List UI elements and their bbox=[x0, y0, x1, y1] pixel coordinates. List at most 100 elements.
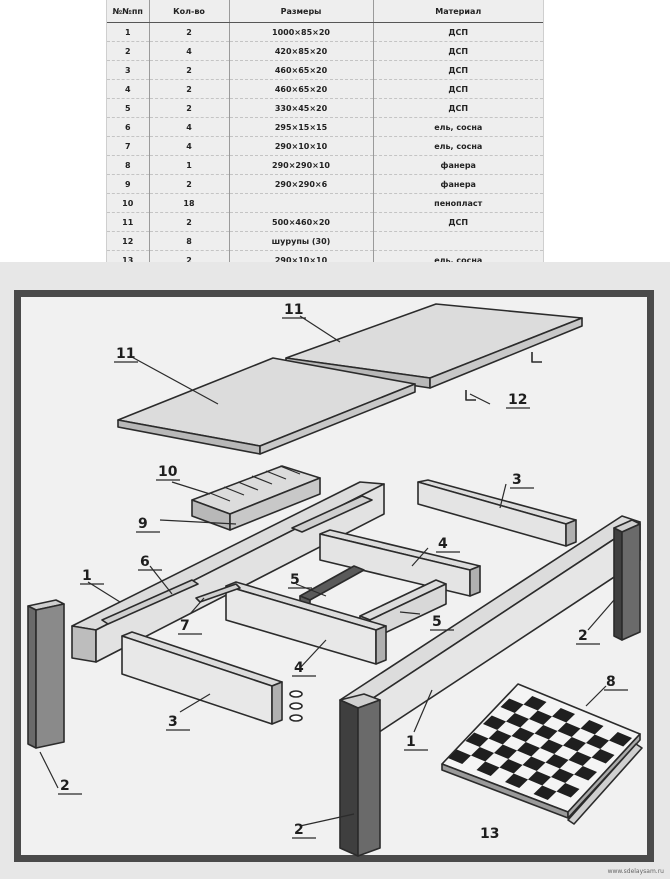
checker-cell bbox=[534, 725, 558, 740]
leader-lines bbox=[39, 315, 615, 827]
cell-qty: 4 bbox=[148, 41, 229, 61]
label-leg-2-front: 2 bbox=[294, 822, 304, 838]
strip-6 bbox=[101, 579, 199, 625]
cell-size: шурупы (30) bbox=[228, 231, 373, 251]
cell-size: 1000×85×20 bbox=[228, 22, 373, 42]
label-rail-1-left: 1 bbox=[82, 568, 92, 584]
checker-cell bbox=[528, 771, 551, 786]
cell-size: 500×460×20 bbox=[228, 212, 373, 232]
cell-qty: 4 bbox=[148, 117, 229, 137]
checker-cell bbox=[580, 720, 604, 735]
checker-cell bbox=[540, 739, 563, 754]
label-rail-1-front: 1 bbox=[406, 734, 416, 750]
cell-material bbox=[372, 231, 543, 251]
label-board-8: 8 bbox=[606, 674, 616, 690]
cell-material: ДСП bbox=[372, 212, 543, 232]
cell-size bbox=[228, 193, 373, 213]
cell-material: ель, сосна bbox=[372, 117, 543, 137]
cell-qty: 4 bbox=[148, 136, 229, 156]
cell-material: ДСП bbox=[372, 60, 543, 80]
cell-num: 5 bbox=[124, 103, 131, 113]
foam-ridges bbox=[209, 465, 301, 502]
header-size: Размеры bbox=[228, 0, 373, 23]
cell-size: 330×45×20 bbox=[228, 98, 373, 118]
label-leg-2-left: 2 bbox=[60, 778, 70, 794]
cell-material: ДСП bbox=[372, 41, 543, 61]
footer-url: www.sdelaysam.ru bbox=[607, 868, 664, 875]
cell-num: 13 bbox=[122, 255, 134, 265]
label-strip-13: 13 bbox=[480, 826, 499, 842]
cell-material: ДСП bbox=[372, 79, 543, 99]
label-foam-10: 10 bbox=[158, 464, 178, 480]
rail-3-front bbox=[121, 631, 283, 725]
label-screws-12: 12 bbox=[508, 392, 527, 408]
cell-num: 11 bbox=[122, 217, 134, 227]
leg-2-front bbox=[339, 693, 381, 857]
foam-pieces bbox=[191, 465, 321, 531]
checker-cell bbox=[591, 749, 615, 764]
cell-qty: 2 bbox=[148, 60, 229, 80]
cell-size: 295×15×15 bbox=[228, 117, 373, 137]
rail-4-front bbox=[225, 581, 387, 665]
strip-13 bbox=[567, 743, 643, 825]
checker-cell bbox=[529, 710, 552, 725]
checker-cell bbox=[465, 732, 489, 747]
checker-cell bbox=[533, 785, 557, 800]
cell-material: фанера bbox=[372, 174, 543, 194]
label-rail-5-left: 5 bbox=[290, 572, 300, 588]
cell-qty: 2 bbox=[148, 212, 229, 232]
checker-cell bbox=[568, 751, 592, 766]
checker-cell bbox=[448, 749, 471, 764]
checker-cell bbox=[517, 742, 540, 757]
cell-size: 460×65×20 bbox=[228, 79, 373, 99]
checker-cell bbox=[563, 737, 586, 752]
label-strip-6: 6 bbox=[140, 554, 150, 570]
cell-qty: 1 bbox=[148, 155, 229, 175]
cell-num: 3 bbox=[124, 65, 131, 75]
cell-qty: 2 bbox=[148, 98, 229, 118]
cell-num: 7 bbox=[124, 141, 131, 151]
label-top-11-right: 11 bbox=[284, 302, 303, 318]
checker-cell bbox=[506, 713, 529, 728]
leg-2-left bbox=[27, 599, 65, 749]
checker-cell bbox=[483, 715, 506, 730]
checker-cell bbox=[494, 744, 517, 759]
label-rail-5-right: 5 bbox=[432, 614, 442, 630]
cell-num: 1 bbox=[124, 27, 131, 37]
label-rail-4-back: 4 bbox=[438, 536, 448, 552]
cell-qty: 18 bbox=[148, 193, 229, 213]
checker-cell bbox=[522, 756, 546, 771]
cell-num: 4 bbox=[124, 84, 131, 94]
leg-2-right-back bbox=[613, 519, 641, 641]
strip-7 bbox=[195, 583, 241, 603]
checker-cell bbox=[552, 708, 575, 723]
header-qty: Кол-во bbox=[148, 0, 229, 23]
dowels bbox=[289, 690, 303, 722]
cell-qty: 2 bbox=[148, 79, 229, 99]
cell-size: 290×290×6 bbox=[228, 174, 373, 194]
cell-size: 460×65×20 bbox=[228, 60, 373, 80]
tray-9 bbox=[291, 495, 373, 533]
checker-cell bbox=[545, 754, 569, 769]
checker-cell bbox=[471, 747, 494, 762]
cell-material: ДСП bbox=[372, 98, 543, 118]
checker-cell bbox=[586, 734, 609, 749]
cell-num: 8 bbox=[124, 160, 131, 170]
checker-cell bbox=[500, 698, 524, 713]
label-tray-9: 9 bbox=[138, 516, 148, 532]
table-header-row: №№пп Кол-во Размеры Материал bbox=[107, 0, 543, 23]
label-leg-2-right-back: 2 bbox=[578, 628, 588, 644]
cell-qty: 2 bbox=[148, 174, 229, 194]
